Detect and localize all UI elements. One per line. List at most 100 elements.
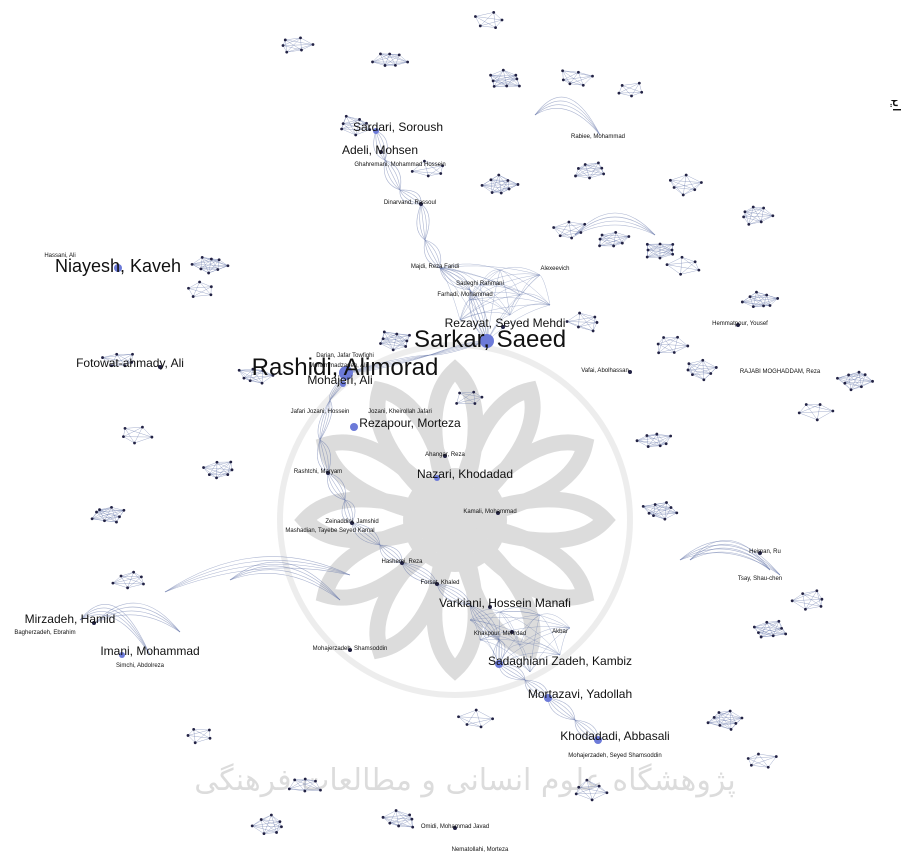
cluster-node [658,256,662,260]
cluster-edge [200,258,212,270]
cluster-edge [111,507,117,523]
cluster-node [671,242,675,246]
cluster-node [250,824,254,828]
network-edge [439,263,501,271]
author-node [350,423,358,431]
cluster-edge [585,164,604,175]
cluster-node [515,77,519,81]
network-arc [689,551,771,571]
cluster-node [365,121,368,125]
cluster-edge [562,70,564,80]
cluster-edge [203,467,210,475]
cluster-edge [208,258,212,274]
network-edge [351,522,381,546]
cluster-edge [742,301,764,307]
cluster-edge [799,412,818,421]
author-cluster [665,255,701,276]
network-edge [319,439,329,474]
cluster-edge [754,626,774,637]
cluster-edge [685,174,695,190]
author-cluster [489,68,521,88]
author-node [119,652,125,658]
author-label: Mohajeri, Ali [307,373,372,387]
cluster-edge [202,257,218,270]
cluster-node [480,395,484,399]
cluster-edge [495,19,503,28]
cluster-node [570,236,574,240]
cluster-edge [621,85,632,97]
cluster-edge [766,622,786,635]
cluster-node [630,94,633,98]
cluster-edge [120,575,144,585]
cluster-edge [346,116,367,124]
cluster-node [780,627,783,630]
cluster-node [620,84,624,87]
cluster-edge [719,717,743,726]
cluster-edge [599,232,616,246]
network-edge [317,399,331,441]
network-edge [479,611,501,641]
cluster-edge [243,377,263,384]
author-cluster [381,809,415,829]
cluster-node [394,63,397,67]
author-cluster [122,425,154,445]
cluster-edge [503,69,518,80]
cluster-node [150,435,154,439]
cluster-edge [647,256,660,259]
network-edge [327,472,346,501]
cluster-node [671,252,675,256]
cluster-edge [760,621,780,638]
author-cluster [656,335,690,355]
author-node [350,521,354,525]
cluster-edge [127,576,142,589]
cluster-edge [578,72,584,86]
cluster-edge [646,433,657,436]
network-edge [401,562,438,585]
network-edge [436,583,471,606]
cluster-edge [753,305,764,307]
cluster-edge [748,753,759,759]
network-edge [319,439,329,474]
cluster-edge [301,44,314,51]
cluster-edge [193,294,211,297]
network-arc [534,108,601,136]
cluster-edge [124,354,133,366]
cluster-node [614,230,618,234]
cluster-node [207,728,211,732]
author-label: Forsat, Khaled [420,580,459,586]
cluster-edge [99,509,105,521]
cluster-node [820,597,824,601]
cluster-edge [395,810,413,820]
cluster-edge [631,92,642,97]
cluster-node [344,114,348,118]
cluster-node [379,52,382,56]
cluster-node [591,74,594,78]
author-node [443,454,447,458]
cluster-edge [341,128,356,136]
cluster-edge [758,632,774,637]
cluster-node [101,356,104,359]
cluster-node [260,381,264,385]
network-arc [229,565,341,601]
cluster-node [717,711,721,714]
cluster-node [497,173,501,177]
cluster-edge [753,294,767,307]
cluster-edge [412,165,443,172]
cluster-edge [285,39,287,53]
cluster-edge [718,710,731,713]
cluster-edge [748,221,762,225]
cluster-node [269,813,273,817]
cluster-node [439,172,443,175]
cluster-node [765,620,769,624]
cluster-edge [742,298,778,303]
cluster-node [230,468,234,472]
cluster-edge [599,236,629,247]
cluster-edge [837,377,873,382]
cluster-node [278,820,282,824]
cluster-edge [659,249,673,259]
cluster-edge [123,428,126,437]
cluster-edge [559,221,570,236]
cluster-edge [490,179,508,181]
author-cluster [480,173,520,195]
cluster-node [647,511,651,515]
